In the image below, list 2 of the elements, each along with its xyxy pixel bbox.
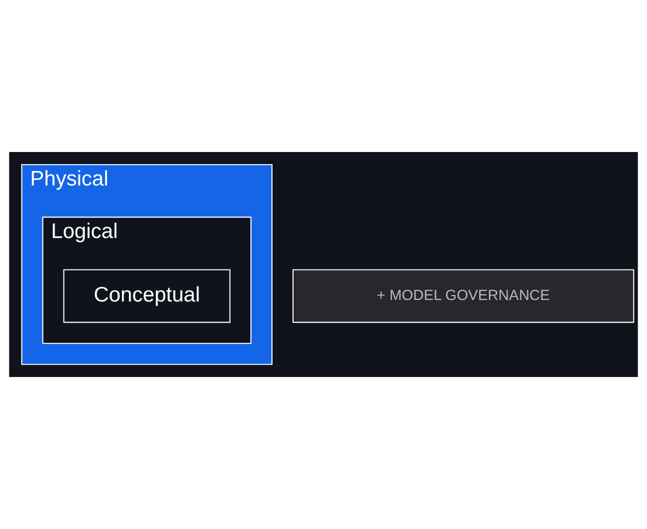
node-box: + MODEL GOVERNANCE	[292, 269, 634, 323]
node-box: Conceptual	[63, 269, 230, 323]
